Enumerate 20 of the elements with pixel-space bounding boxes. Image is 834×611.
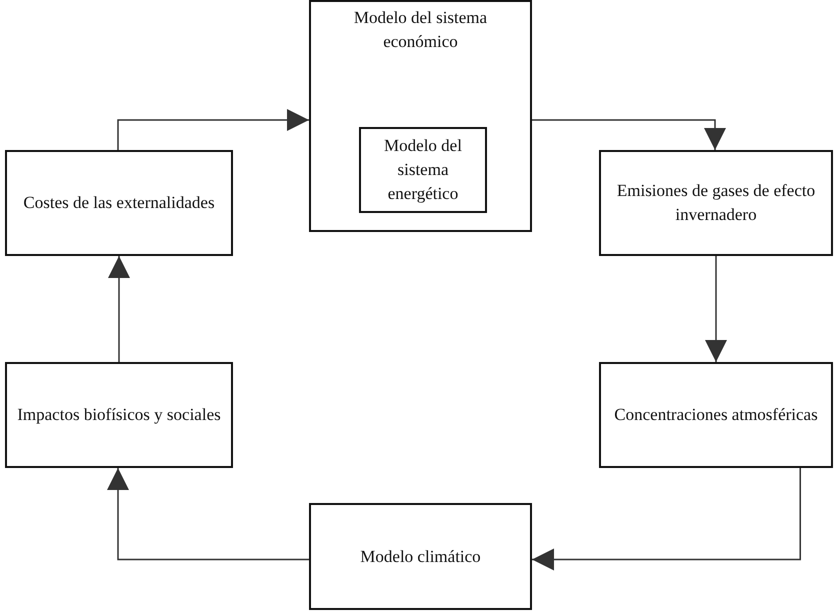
arrow <box>108 256 130 362</box>
arrow <box>107 468 309 560</box>
process-box <box>599 150 833 256</box>
box-label: Concentraciones atmosféricas <box>613 404 819 426</box>
box-label: Emisiones de gases de efecto invernadero <box>616 180 816 226</box>
process-box <box>309 503 532 610</box>
process-box <box>309 0 532 232</box>
box-label: Costes de las externalidades <box>22 192 216 214</box>
box-label: Modelo del sistema energético <box>383 135 463 205</box>
arrow <box>705 256 727 362</box>
arrow <box>532 119 726 150</box>
inner-box <box>359 127 487 213</box>
arrow <box>532 468 801 570</box>
box-label: Modelo climático <box>359 546 482 568</box>
arrow <box>117 109 309 150</box>
process-box <box>5 362 233 468</box>
process-box <box>599 362 833 468</box>
box-label: Modelo del sistema económico <box>352 7 488 53</box>
process-box <box>5 150 233 256</box>
box-label: Impactos biofísicos y sociales <box>16 404 222 426</box>
